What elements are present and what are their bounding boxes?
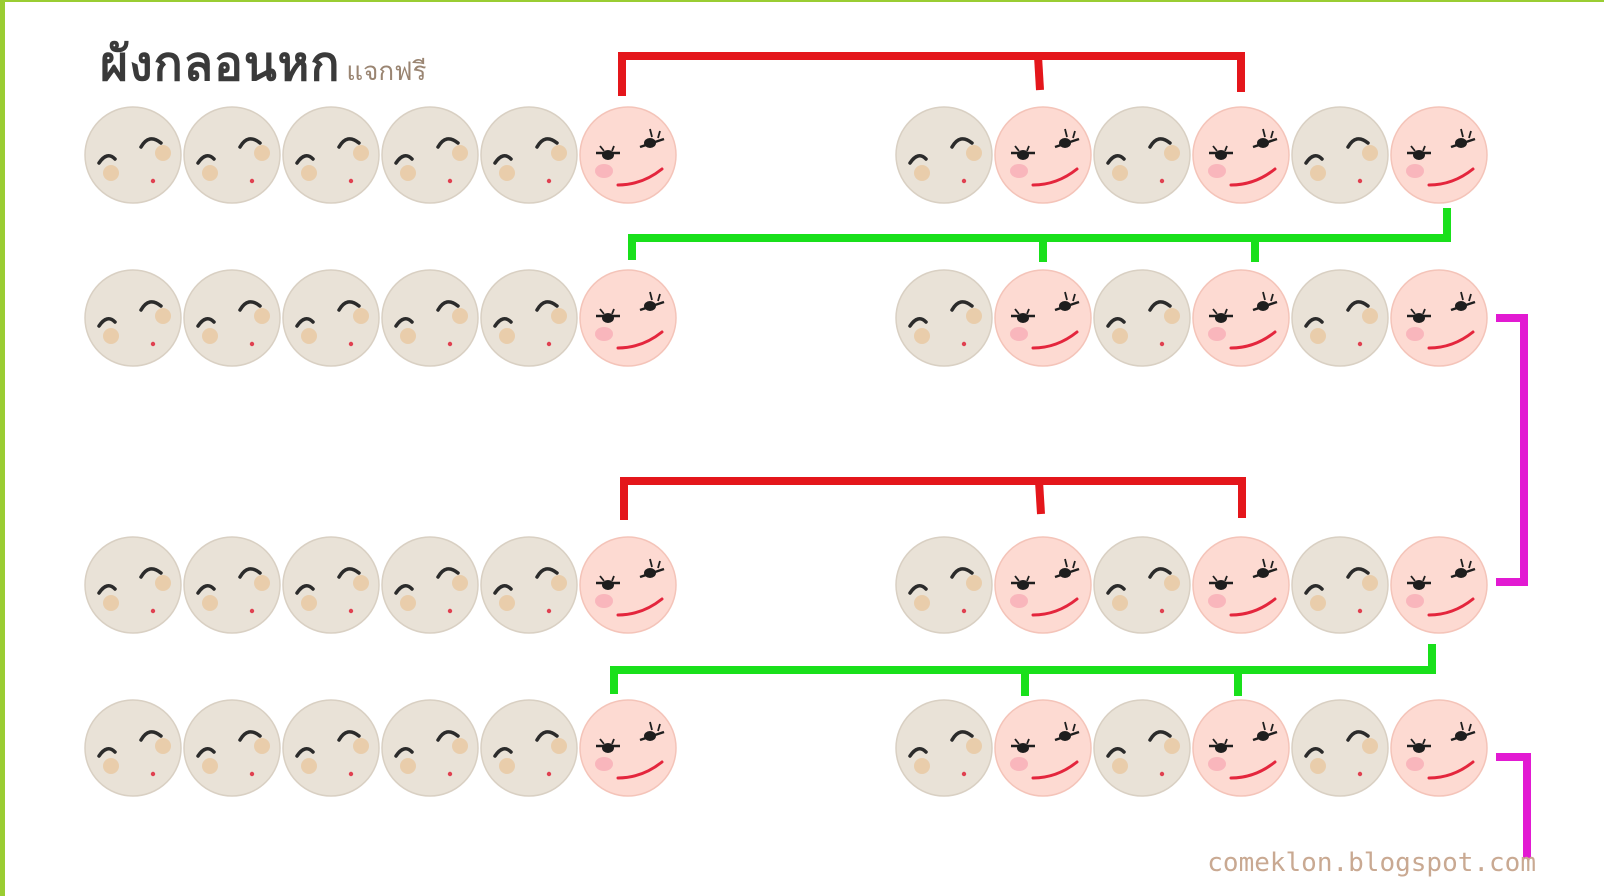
plain-face-icon	[84, 106, 182, 204]
plain-face-icon	[381, 269, 479, 367]
plain-face-icon	[1291, 536, 1389, 634]
rhyme-face-icon	[1390, 536, 1488, 634]
rhyme-face-icon	[994, 699, 1092, 797]
plain-face-icon	[84, 269, 182, 367]
plain-face-icon	[282, 106, 380, 204]
rhyme-face-icon	[579, 699, 677, 797]
plain-face-icon	[1093, 106, 1191, 204]
credit-text: comeklon.blogspot.com	[1207, 848, 1536, 878]
title: ผังกลอนหก แจกฟรี	[100, 26, 427, 102]
plain-face-icon	[282, 536, 380, 634]
plain-face-icon	[282, 269, 380, 367]
plain-face-icon	[1291, 699, 1389, 797]
rhyme-face-icon	[994, 269, 1092, 367]
rhyme-face-icon	[994, 536, 1092, 634]
plain-face-icon	[480, 536, 578, 634]
plain-face-icon	[1093, 699, 1191, 797]
plain-face-icon	[84, 699, 182, 797]
rhyme-face-icon	[1192, 106, 1290, 204]
plain-face-icon	[183, 699, 281, 797]
rhyme-face-icon	[1192, 536, 1290, 634]
rhyme-face-icon	[579, 269, 677, 367]
rhyme-link-magenta-2	[1496, 753, 1531, 858]
rhyme-link-red-2-tick	[1035, 480, 1045, 515]
rhyme-face-icon	[579, 106, 677, 204]
rhyme-face-icon	[1192, 269, 1290, 367]
plain-face-icon	[480, 699, 578, 797]
rhyme-link-red-1	[618, 52, 1245, 96]
plain-face-icon	[895, 106, 993, 204]
frame-left-border	[0, 0, 5, 896]
plain-face-icon	[895, 536, 993, 634]
plain-face-icon	[1093, 269, 1191, 367]
plain-face-icon	[381, 699, 479, 797]
rhyme-link-red-2	[620, 477, 1246, 520]
plain-face-icon	[282, 699, 380, 797]
rhyme-face-icon	[1390, 699, 1488, 797]
plain-face-icon	[895, 699, 993, 797]
plain-face-icon	[1291, 269, 1389, 367]
frame-top-border	[0, 0, 1604, 2]
title-main: ผังกลอนหก	[100, 36, 341, 92]
rhyme-face-icon	[1390, 106, 1488, 204]
plain-face-icon	[381, 536, 479, 634]
rhyme-link-magenta-1	[1496, 314, 1528, 586]
plain-face-icon	[895, 269, 993, 367]
plain-face-icon	[183, 106, 281, 204]
plain-face-icon	[480, 106, 578, 204]
plain-face-icon	[480, 269, 578, 367]
rhyme-face-icon	[579, 536, 677, 634]
rhyme-face-icon	[1192, 699, 1290, 797]
rhyme-face-icon	[1390, 269, 1488, 367]
plain-face-icon	[1291, 106, 1389, 204]
plain-face-icon	[84, 536, 182, 634]
rhyme-link-red-1-tick	[1034, 55, 1044, 91]
plain-face-icon	[183, 536, 281, 634]
rhyme-face-icon	[994, 106, 1092, 204]
plain-face-icon	[381, 106, 479, 204]
title-subtitle: แจกฟรี	[346, 57, 427, 87]
plain-face-icon	[1093, 536, 1191, 634]
plain-face-icon	[183, 269, 281, 367]
